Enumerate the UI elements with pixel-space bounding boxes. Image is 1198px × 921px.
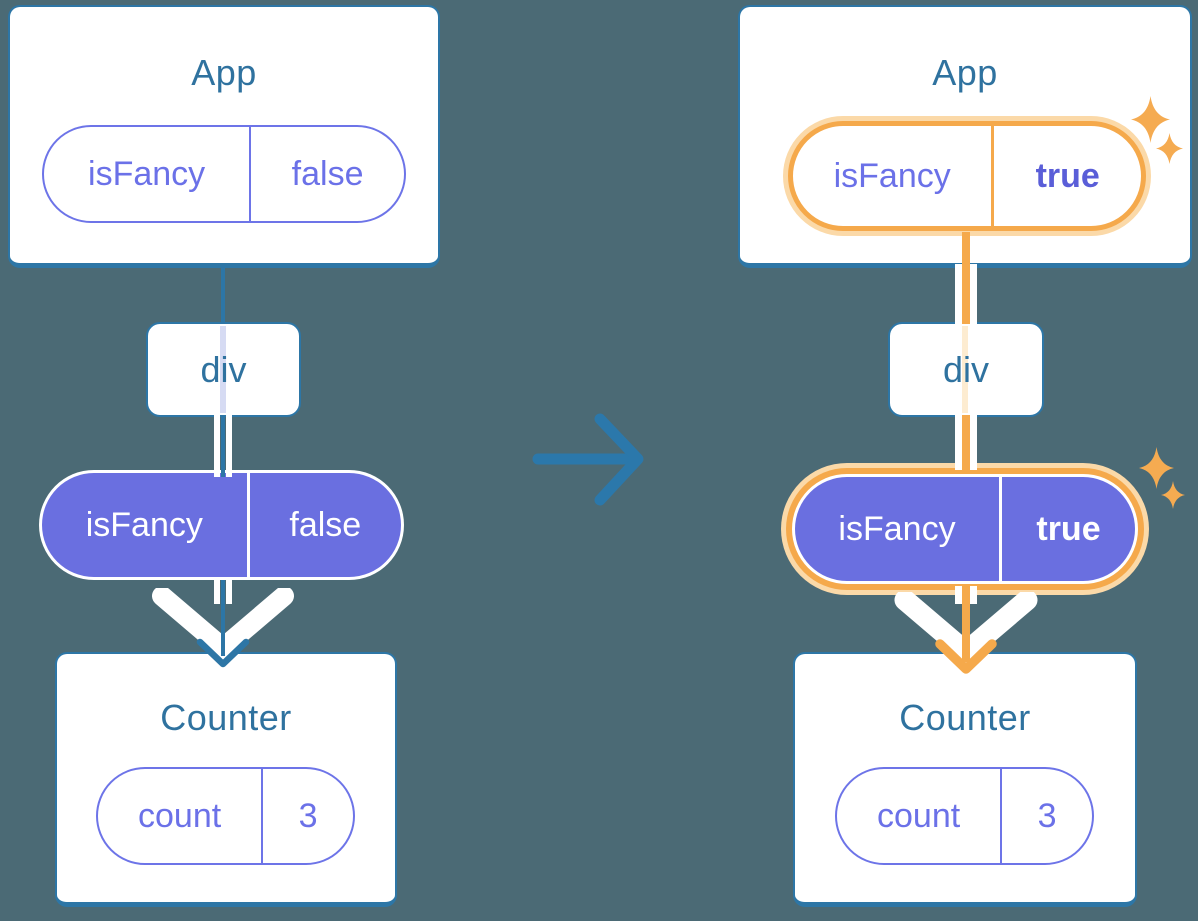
down-arrow-icon [894, 592, 1038, 674]
app-card-before: App isFancy false [8, 5, 440, 268]
div-label-before: div [200, 348, 247, 390]
count-pill-after: count 3 [835, 767, 1094, 865]
pipe-white-right [970, 415, 977, 470]
prop-pill-before: isFancy false [42, 473, 401, 577]
count-pill-before: count 3 [96, 767, 355, 865]
prop-pill-value: true [999, 477, 1135, 581]
counter-card-after: Counter count 3 [793, 652, 1137, 907]
pipe-blue-center [221, 415, 225, 477]
pipe-white-left [214, 580, 220, 604]
state-pill-before: isFancy false [42, 125, 406, 223]
state-pill-name: isFancy [88, 154, 206, 193]
pipe-white-left [955, 264, 962, 324]
pipe-white-right [970, 264, 977, 324]
state-pill-value: false [249, 127, 404, 221]
counter-title-before: Counter [160, 697, 292, 738]
state-pill-name: isFancy [833, 156, 951, 195]
connector-line-after [962, 232, 970, 324]
div-label-after: div [942, 348, 990, 390]
pipe-white-left [955, 586, 962, 604]
count-pill-name: count [138, 796, 222, 835]
app-card-after: App isFancy true [738, 5, 1192, 268]
count-pill-value: 3 [261, 769, 353, 863]
app-title-after: App [932, 52, 998, 93]
pass-through-line [220, 326, 226, 413]
pipe-white-left [955, 415, 962, 470]
pipe-white-right [970, 586, 977, 604]
arrow-right-icon [532, 413, 644, 506]
connector-line-before [221, 266, 225, 324]
sparkle-icon [1161, 481, 1185, 509]
pipe-orange-center [962, 415, 970, 470]
sparkle-icon [1156, 133, 1183, 164]
sparkle-icon [1131, 96, 1170, 143]
div-box-after: div [888, 322, 1044, 417]
sparkle-icon [1139, 447, 1174, 489]
down-arrow-icon [152, 588, 294, 668]
pipe-white-right [226, 580, 232, 604]
count-pill-name: count [877, 796, 961, 835]
prop-pill-name: isFancy [85, 505, 203, 544]
app-title-before: App [191, 52, 257, 93]
state-pill-after: isFancy true [788, 121, 1146, 231]
count-pill-value: 3 [1000, 769, 1092, 863]
prop-pill-name: isFancy [838, 509, 956, 548]
div-box-before: div [146, 322, 301, 417]
counter-title-after: Counter [899, 697, 1031, 738]
prop-pill-value: false [246, 473, 401, 577]
state-pill-value: true [991, 126, 1141, 226]
pipe-white-right [226, 415, 232, 477]
counter-card-before: Counter count 3 [55, 652, 397, 907]
pass-through-line [962, 326, 968, 413]
prop-pill-after: isFancy true [795, 477, 1135, 581]
pipe-white-left [214, 415, 220, 477]
